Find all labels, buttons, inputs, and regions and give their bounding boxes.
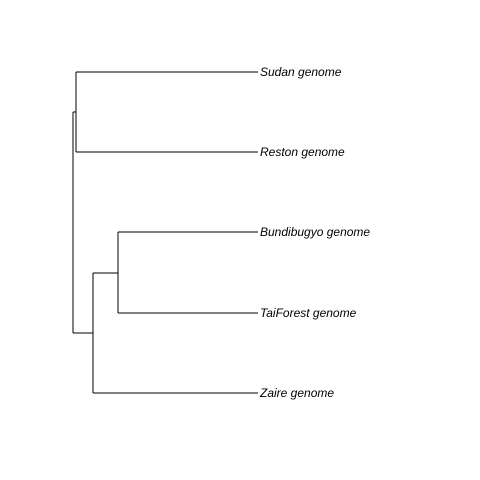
tip-label-sudan: Sudan genome [260, 65, 342, 79]
tip-label-bundibugyo: Bundibugyo genome [260, 225, 370, 239]
tip-label-zaire: Zaire genome [259, 386, 334, 400]
tip-label-taiforest: TaiForest genome [260, 306, 357, 320]
tip-label-reston: Reston genome [260, 145, 345, 159]
